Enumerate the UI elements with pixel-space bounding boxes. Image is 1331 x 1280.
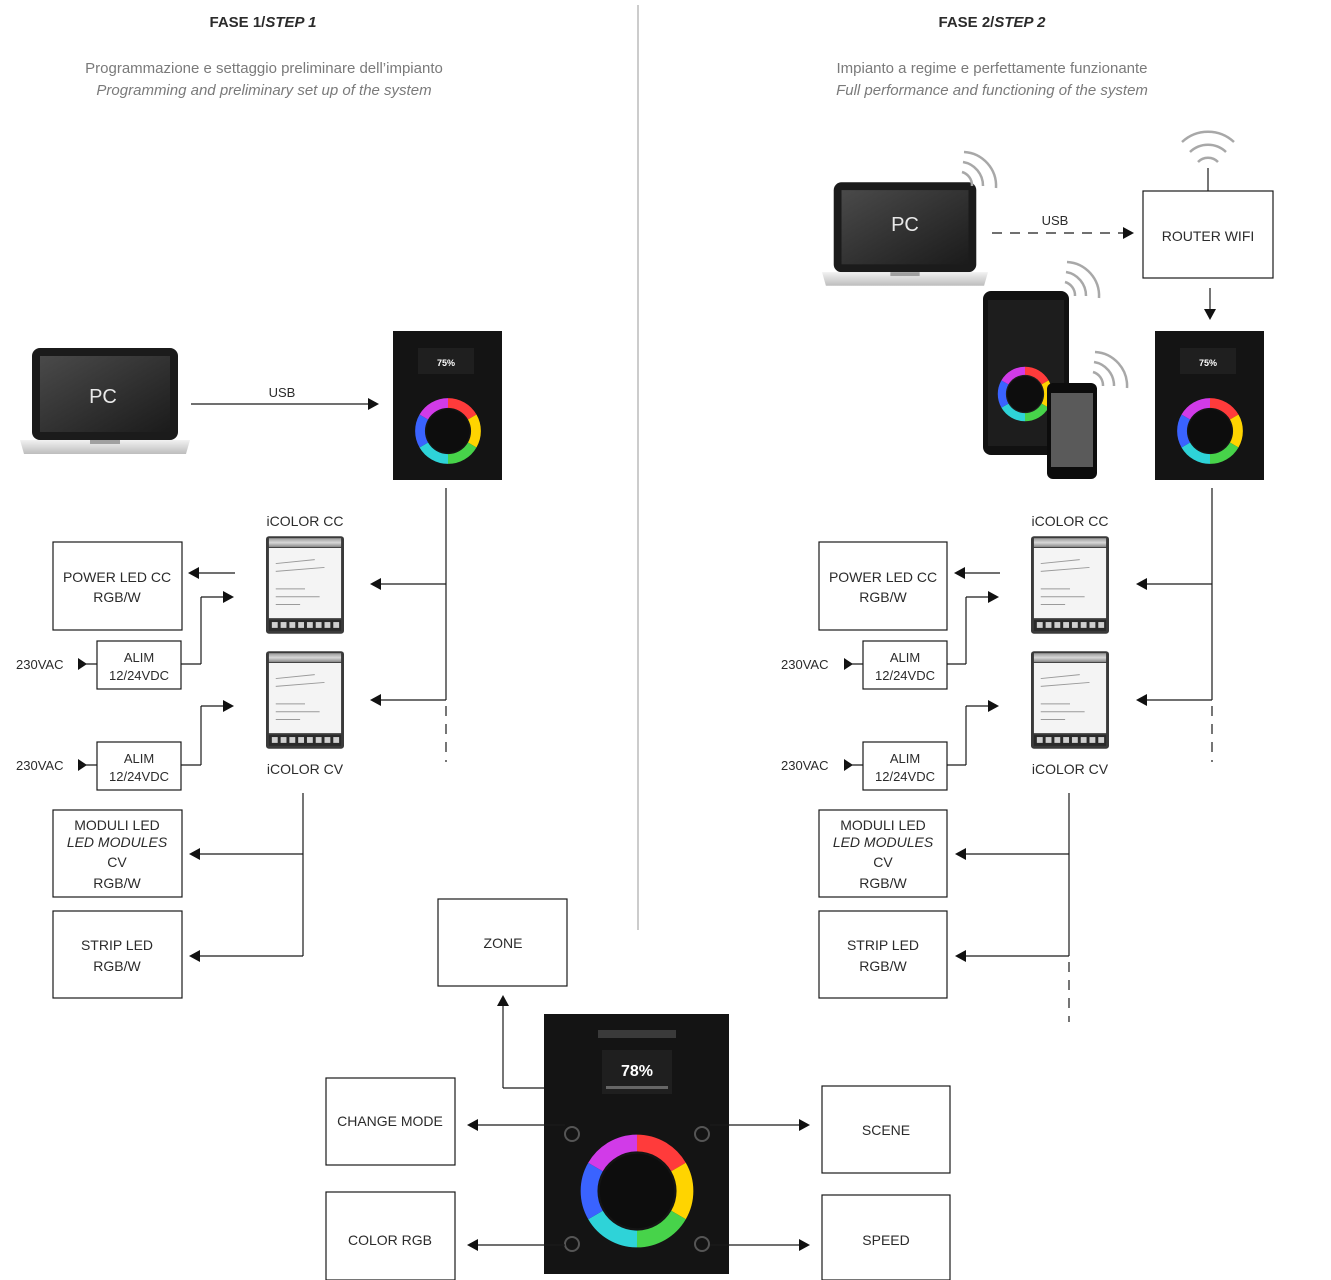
svg-text:CV: CV [873,854,893,870]
step1-pc: PC [20,348,190,454]
svg-text:RGB/W: RGB/W [93,589,141,605]
svg-text:ROUTER WIFI: ROUTER WIFI [1162,228,1255,244]
step2-smartphone [1047,383,1097,479]
zone-box: ZONE [437,898,568,987]
svg-text:ALIM: ALIM [890,650,920,665]
step1-strip-led-box: STRIP LED RGB/W [52,910,183,999]
step1-title: FASE 1/STEP 1 [210,14,317,31]
step1-subtitle-it: Programmazione e settaggio preliminare d… [85,60,443,77]
step1-usb-link: USB [191,385,379,410]
svg-text:ALIM: ALIM [124,751,154,766]
step1-icolor-cc-module [266,535,344,635]
svg-text:CHANGE MODE: CHANGE MODE [337,1113,443,1129]
svg-text:75%: 75% [1199,358,1217,368]
change-mode-box: CHANGE MODE [325,1077,456,1166]
svg-text:ZONE: ZONE [484,935,523,951]
step2-tablet-wifi-icon [1064,260,1101,299]
step1-cv-outputs [189,793,304,962]
svg-text:MODULI LED: MODULI LED [74,817,160,833]
step1-power-led-box: POWER LED CC RGB/W [52,541,183,631]
svg-text:RGB/W: RGB/W [93,875,141,891]
svg-text:12/24VDC: 12/24VDC [875,769,935,784]
step2-icolor-cv-module [1031,650,1109,750]
step1-alim-1: ALIM 12/24VDC 230VAC [16,591,234,690]
step1-icolor-cv-module [266,650,344,750]
svg-text:LED MODULES: LED MODULES [833,834,934,850]
step1-controller-panel: 75% [393,331,502,480]
svg-text:12/24VDC: 12/24VDC [875,668,935,683]
svg-text:SPEED: SPEED [862,1232,909,1248]
step2-router-wifi-icon [1181,130,1235,163]
step2-title: FASE 2/STEP 2 [939,14,1047,31]
step1-bus [370,488,447,762]
step2-icolor-cv-label: iCOLOR CV [1032,761,1109,777]
svg-text:PC: PC [89,386,117,408]
step2-strip-led-box: STRIP LED RGB/W [818,910,948,999]
color-rgb-box: COLOR RGB [325,1191,456,1280]
step2-cv-outputs [955,793,1070,1022]
step2-moduli-led-box: MODULI LED LED MODULES CV RGB/W [818,809,948,898]
svg-text:POWER LED CC: POWER LED CC [829,569,937,585]
step2-power-led-box: POWER LED CC RGB/W [818,541,948,631]
step2-subtitle-en: Full performance and functioning of the … [836,82,1148,99]
step2-pc: PC [822,182,988,286]
svg-text:SCENE: SCENE [862,1122,910,1138]
step2-usb-link: USB [992,213,1134,239]
svg-text:CV: CV [107,854,127,870]
step2-controller-panel: 75% [1155,331,1264,480]
step1-icolor-cc-label: iCOLOR CC [266,513,343,529]
step2-pc-wifi-icon [961,150,998,189]
svg-text:RGB/W: RGB/W [93,958,141,974]
svg-text:USB: USB [269,385,296,400]
svg-text:230VAC: 230VAC [781,657,828,672]
speed-box: SPEED [821,1194,951,1280]
svg-text:RGB/W: RGB/W [859,875,907,891]
svg-text:POWER LED CC: POWER LED CC [63,569,171,585]
svg-text:PC: PC [891,214,919,236]
step1-alim-2: ALIM 12/24VDC 230VAC [16,700,234,791]
svg-text:LED MODULES: LED MODULES [67,834,168,850]
svg-text:ALIM: ALIM [890,751,920,766]
step2-icolor-cc-module [1031,535,1109,635]
panel-display-value: 78% [621,1063,653,1080]
svg-text:MODULI LED: MODULI LED [840,817,926,833]
svg-text:RGB/W: RGB/W [859,958,907,974]
svg-text:12/24VDC: 12/24VDC [109,668,169,683]
svg-text:75%: 75% [437,358,455,368]
step1-subtitle-en: Programming and preliminary set up of th… [96,82,431,99]
step1-icolor-cv-label: iCOLOR CV [267,761,344,777]
step2-router-box: ROUTER WIFI [1142,168,1274,279]
svg-text:COLOR RGB: COLOR RGB [348,1232,432,1248]
svg-text:230VAC: 230VAC [16,657,63,672]
svg-text:STRIP LED: STRIP LED [81,937,153,953]
svg-text:230VAC: 230VAC [781,758,828,773]
step2-alim-2: ALIM 12/24VDC 230VAC [781,700,999,791]
scene-box: SCENE [821,1085,951,1174]
step2-subtitle-it: Impianto a regime e perfettamente funzio… [836,60,1147,77]
svg-text:USB: USB [1042,213,1069,228]
step2-alim-1: ALIM 12/24VDC 230VAC [781,591,999,690]
svg-text:STRIP LED: STRIP LED [847,937,919,953]
step2-phone-wifi-icon [1092,350,1129,389]
step2-bus [1136,488,1213,762]
svg-text:RGB/W: RGB/W [859,589,907,605]
main-controller-panel: 78% [544,1014,729,1274]
svg-text:12/24VDC: 12/24VDC [109,769,169,784]
step1-moduli-led-box: MODULI LED LED MODULES CV RGB/W [52,809,183,898]
svg-text:230VAC: 230VAC [16,758,63,773]
svg-text:ALIM: ALIM [124,650,154,665]
step2-icolor-cc-label: iCOLOR CC [1031,513,1108,529]
